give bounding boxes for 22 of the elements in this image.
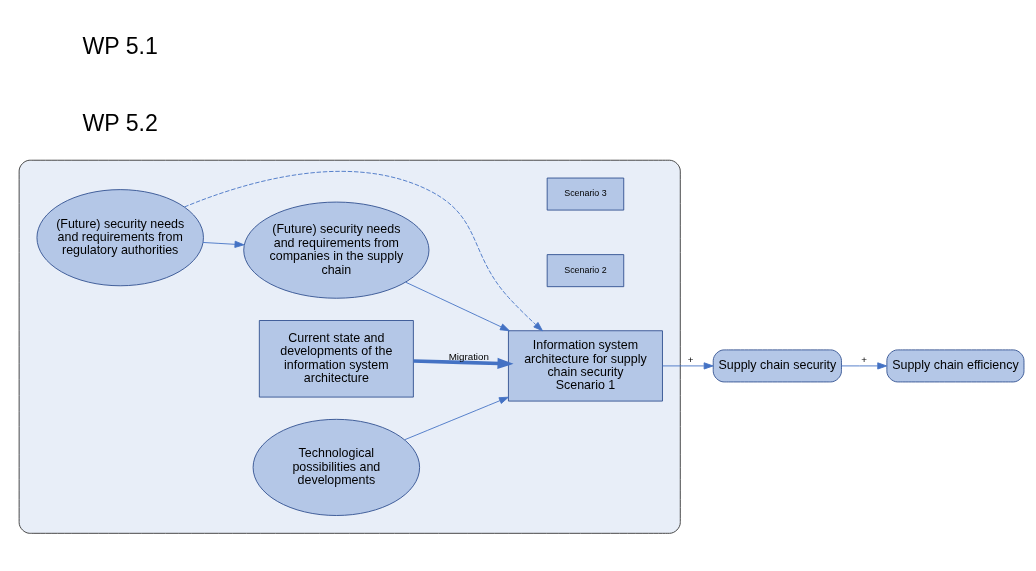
- cluster: [18, 159, 681, 534]
- node-ellipse: (Future) security needs and requirements from companies in the supply chain: [243, 201, 430, 299]
- node-ellipse: (Future) security needs and requirements from regulatory authorities: [36, 188, 204, 286]
- arrow: [841, 361, 888, 369]
- arrow: [184, 170, 543, 331]
- node-box: Scenario 2: [546, 253, 625, 287]
- node-box: Supply chain security: [712, 348, 842, 382]
- edge-label: +: [687, 353, 694, 365]
- arrow: [405, 281, 510, 331]
- edge-label: +: [861, 353, 868, 365]
- node-box: Information system architecture for supply chain security Scenario 1: [508, 329, 663, 402]
- arrow: [202, 240, 245, 248]
- label: WP 5.2: [82, 109, 158, 136]
- node-box: Scenario 3: [546, 177, 625, 211]
- arrow: [413, 357, 514, 369]
- node-box: Supply chain efficiency: [886, 348, 1025, 382]
- arrow: [662, 361, 714, 369]
- node-box: Current state and developments of the information system architecture: [258, 319, 414, 398]
- edge-label: Migration: [448, 350, 489, 361]
- label: WP 5.1: [82, 32, 158, 59]
- node-ellipse: Technological possibilities and developments: [252, 418, 421, 516]
- arrow: [404, 396, 509, 440]
